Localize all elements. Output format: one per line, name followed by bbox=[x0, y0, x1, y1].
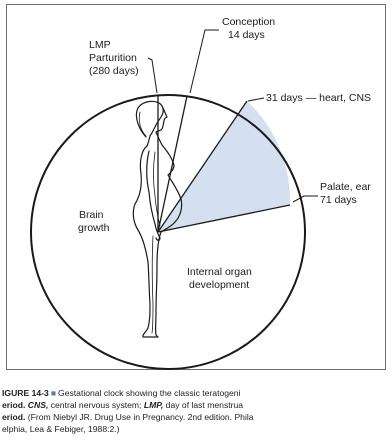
lmp-parturition-label: LMP Parturition (280 days) bbox=[89, 39, 140, 77]
figure-caption: IGURE 14-3■Gestational clock showing the… bbox=[2, 387, 388, 435]
palate-ear-label: Palate, ear 71 days bbox=[320, 181, 374, 206]
caption-line-3: eriod. (From Niebyl JR. Drug Use in Preg… bbox=[2, 411, 388, 423]
conception-leader bbox=[190, 30, 219, 93]
figure-number: IGURE 14-3 bbox=[2, 388, 49, 398]
caption-text-3a: eriod. bbox=[2, 412, 25, 422]
caption-text-1: Gestational clock showing the classic te… bbox=[58, 388, 240, 398]
square-icon: ■ bbox=[51, 388, 56, 398]
caption-line-1: IGURE 14-3■Gestational clock showing the… bbox=[2, 387, 388, 399]
lmp-abbrev: LMP, bbox=[144, 400, 163, 410]
caption-text-2a: eriod. bbox=[2, 400, 28, 410]
teratogenic-sector bbox=[158, 101, 290, 232]
caption-line-4: elphia, Lea & Febiger, 1988:2.) bbox=[2, 423, 388, 435]
brain-growth-label: Brain growth bbox=[78, 209, 110, 234]
caption-line-2: eriod. CNS, central nervous system; LMP,… bbox=[2, 399, 388, 411]
heart-cns-label: 31 days — heart, CNS bbox=[266, 92, 371, 104]
caption-text-2c: day of last menstrua bbox=[163, 400, 243, 410]
palate-leader bbox=[293, 196, 318, 202]
cns-abbrev: CNS, bbox=[28, 400, 49, 410]
conception-label: Conception 14 days bbox=[222, 16, 278, 41]
caption-text-3b: (From Niebyl JR. Drug Use in Pregnancy. … bbox=[25, 412, 253, 422]
internal-organ-label: Internal organ development bbox=[187, 266, 255, 291]
lmp-leader bbox=[148, 58, 157, 93]
heart-leader bbox=[248, 98, 264, 101]
caption-text-2b: central nervous system; bbox=[48, 400, 144, 410]
caption-text-4: elphia, Lea & Febiger, 1988:2.) bbox=[2, 424, 120, 434]
